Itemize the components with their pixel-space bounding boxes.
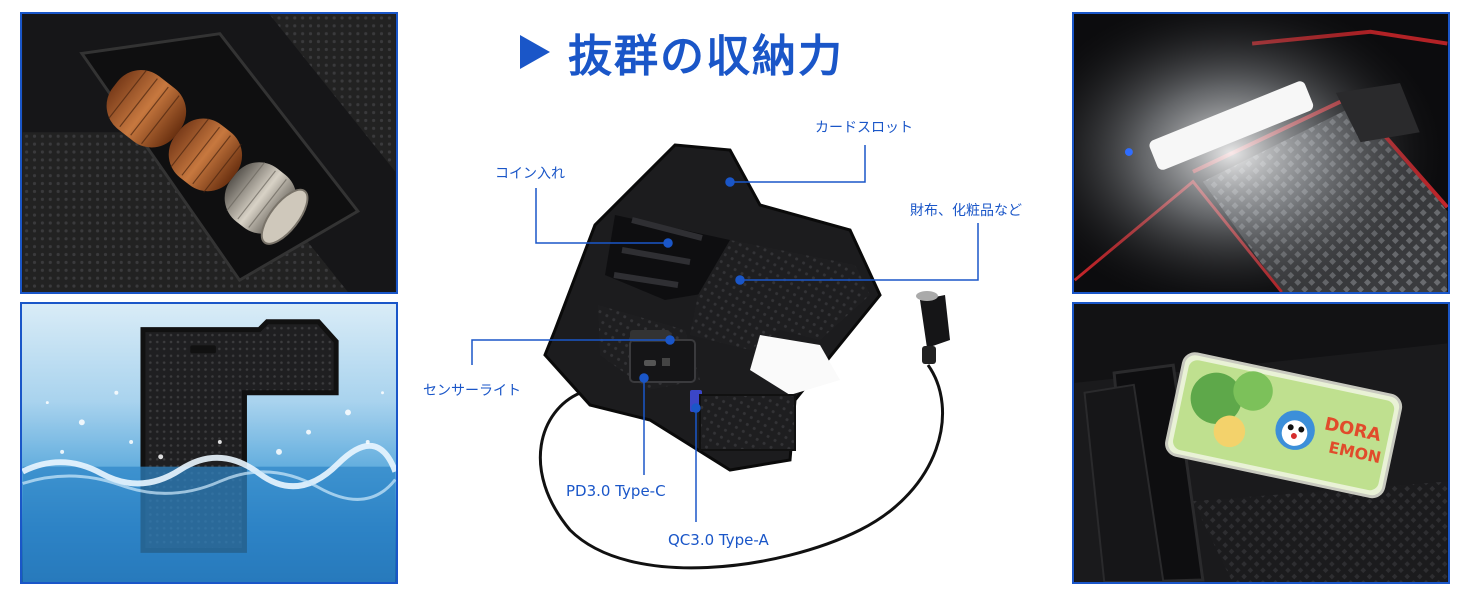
car-charger-plug: [916, 291, 950, 364]
coin-holder-label: コイン入れ: [495, 166, 565, 182]
usb-cable: [538, 364, 945, 570]
sensor-light-label: センサーライト: [423, 383, 521, 399]
headline-text: 抜群の収納力: [568, 31, 844, 82]
coin-holder-illustration: [22, 14, 396, 292]
card-slot-illustration: DORA EMON: [1074, 304, 1448, 582]
product-illustration: [471, 143, 979, 570]
callout-lines: [471, 145, 979, 522]
headline: 抜群の収納力: [520, 22, 844, 82]
card-slot-photo: DORA EMON: [1072, 302, 1450, 584]
console-tray: [543, 143, 882, 472]
card-slot-label: カードスロット: [815, 120, 913, 136]
coin-holder-photo: [20, 12, 398, 294]
pd-port-label: PD3.0 Type-C: [566, 482, 666, 500]
wallet-label: 財布、化粧品など: [910, 203, 1022, 219]
play-triangle-icon: [520, 35, 550, 69]
sensor-light-illustration: [1074, 14, 1448, 292]
qc-port-label: QC3.0 Type-A: [668, 531, 769, 549]
waterproof-illustration: [22, 319, 396, 582]
waterproof-photo: [20, 302, 398, 584]
sensor-light-photo: [1072, 12, 1450, 294]
